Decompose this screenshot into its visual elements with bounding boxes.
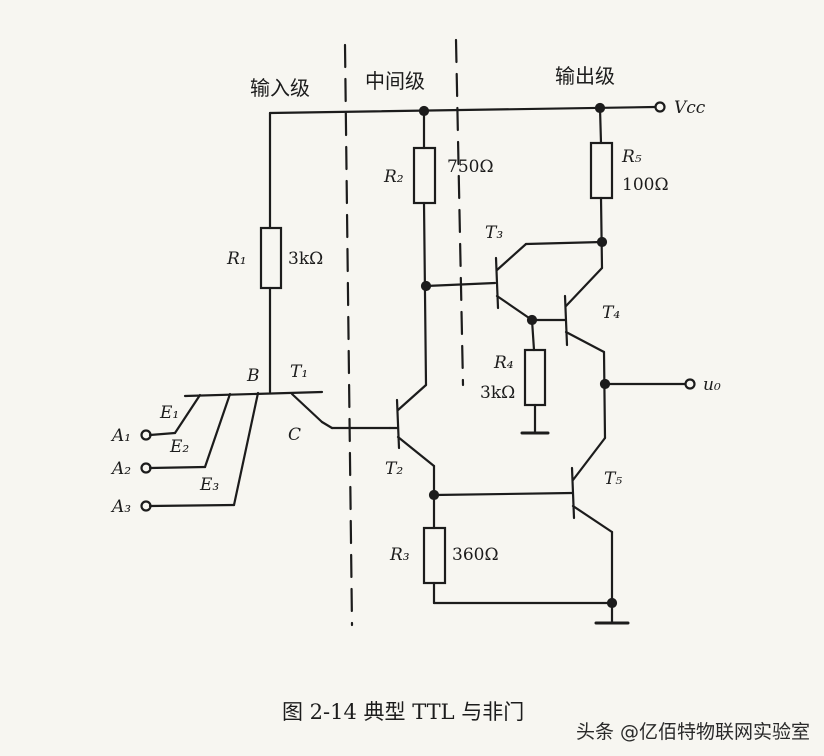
emitter-e2 <box>203 392 232 469</box>
label-node-b: B <box>246 366 260 386</box>
t2-collector <box>396 383 428 412</box>
t4-collector <box>564 266 604 308</box>
label-middle-stage: 中间级 <box>365 69 425 93</box>
label-r1-name: R₁ <box>226 249 247 269</box>
figure-caption: 图 2-14 典型 TTL 与非门 <box>282 700 524 724</box>
label-r1-value: 3kΩ <box>288 249 323 269</box>
wire-r5-bottom <box>599 196 604 270</box>
t2-emitter <box>396 435 436 468</box>
t1-collector <box>290 392 324 424</box>
label-a3: A₃ <box>110 497 131 517</box>
wire-t5-base <box>432 491 574 497</box>
label-output: u₀ <box>703 375 721 395</box>
resistor-r5 <box>589 141 614 200</box>
resistor-r2 <box>412 146 437 205</box>
emitter-e1 <box>173 393 202 435</box>
label-t3: T₃ <box>485 223 503 243</box>
label-r5-value: 100Ω <box>622 175 669 195</box>
t5-collector <box>571 436 607 482</box>
label-t1: T₁ <box>290 362 308 382</box>
output-terminal <box>684 378 696 390</box>
label-r3-value: 360Ω <box>452 545 499 565</box>
wire-t1c-t2b <box>320 420 334 430</box>
resistor-r3 <box>422 526 447 585</box>
resistor-r1 <box>259 226 283 290</box>
vcc-rail <box>268 105 657 115</box>
t3-base-plate <box>494 256 500 310</box>
label-node-c: C <box>288 425 301 445</box>
stage-divider-right <box>454 38 465 387</box>
wire-r2-t2 <box>422 201 428 387</box>
emitter-e3 <box>232 391 260 507</box>
junction-ground <box>606 597 618 609</box>
t3-emitter <box>495 294 534 322</box>
t2-base-plate <box>395 398 401 450</box>
label-t2: T₂ <box>385 459 403 479</box>
label-r2-value: 750Ω <box>447 157 494 177</box>
label-r5-name: R₅ <box>621 147 642 167</box>
label-e1: E₁ <box>159 403 179 423</box>
watermark: 头条 @亿佰特物联网实验室 <box>576 717 810 744</box>
t5-emitter <box>571 504 614 534</box>
label-e2: E₂ <box>169 437 189 457</box>
label-r3-name: R₃ <box>389 545 410 565</box>
wire-r4-top <box>530 318 536 352</box>
label-r2-name: R₂ <box>383 167 404 187</box>
label-r4-value: 3kΩ <box>480 383 515 403</box>
input-terminal-a2 <box>140 462 152 474</box>
resistor-r4 <box>523 348 547 407</box>
t4-emitter <box>564 330 606 354</box>
input-terminal-a3 <box>140 500 152 512</box>
t1-base-bar <box>183 390 324 398</box>
label-e3: E₃ <box>199 475 219 495</box>
wire-a1 <box>148 431 177 437</box>
label-a2: A₂ <box>110 459 131 479</box>
wire-t4-emitter <box>602 350 607 440</box>
stage-divider-left <box>343 43 354 627</box>
label-t5: T₅ <box>604 469 622 489</box>
label-r4-name: R₄ <box>493 353 514 373</box>
label-a1: A₁ <box>110 426 131 446</box>
label-vcc: Vcc <box>674 98 706 118</box>
wire-r5-top <box>598 106 603 145</box>
input-terminal-a1 <box>140 429 152 441</box>
wire-a2 <box>148 465 207 470</box>
t4-base-plate <box>563 294 569 347</box>
label-output-stage: 输出级 <box>555 64 615 88</box>
label-input-stage: 输入级 <box>250 76 310 100</box>
wire-a3 <box>148 503 236 508</box>
wire-t3-base <box>424 281 497 288</box>
watermark-text: 头条 @亿佰特物联网实验室 <box>575 721 810 743</box>
label-t4: T₄ <box>602 303 620 323</box>
t5-base-plate <box>570 466 576 520</box>
junction-r5-t3c <box>596 236 608 248</box>
t3-collector <box>495 242 528 272</box>
vcc-terminal <box>654 101 666 113</box>
wire-t3-collector <box>524 240 604 246</box>
